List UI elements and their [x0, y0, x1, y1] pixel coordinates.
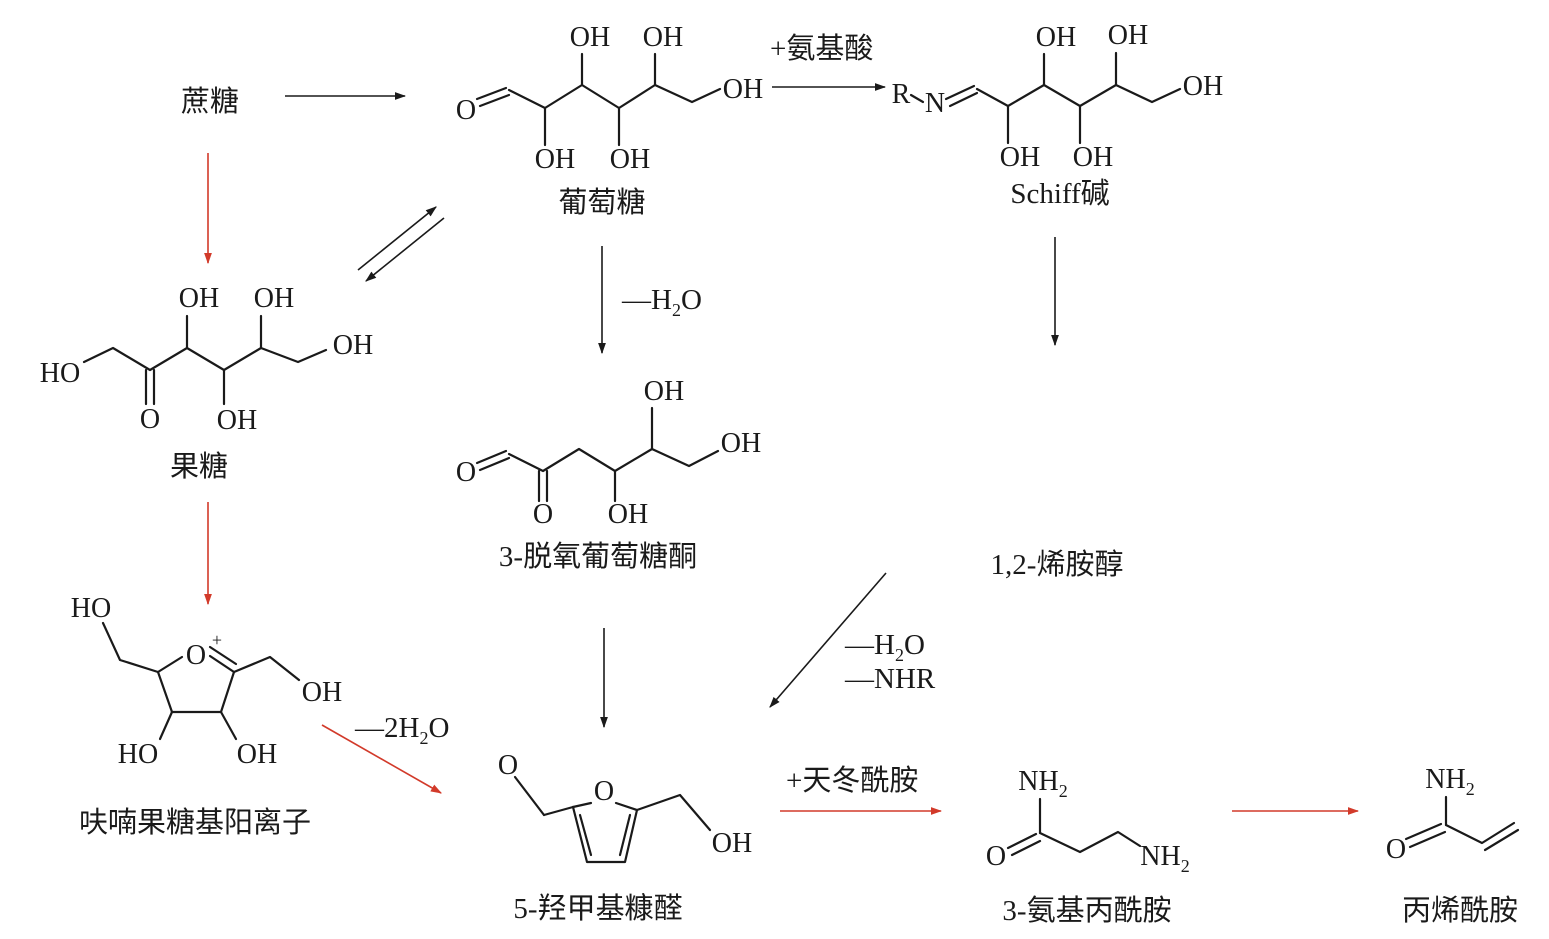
svg-text:OH: OH: [1108, 20, 1148, 51]
label-sucrose: 蔗糖: [181, 85, 239, 118]
glucose-structure: O OH OH OH OH OH: [456, 22, 763, 175]
label-schiff-base: Schiff碱: [1010, 177, 1109, 210]
svg-text:OH: OH: [1183, 71, 1223, 102]
acrylamide-structure: NH2 O: [1386, 764, 1520, 865]
label-3-aminopropionamide: 3-氨基丙酰胺: [1002, 894, 1171, 927]
svg-text:OH: OH: [712, 828, 752, 859]
condition-asparagine: +天冬酰胺: [786, 764, 918, 797]
svg-text:O: O: [186, 640, 206, 671]
svg-text:OH: OH: [1036, 22, 1076, 53]
svg-text:OH: OH: [179, 283, 219, 314]
label-enaminol: 1,2-烯胺醇: [991, 548, 1124, 581]
svg-text:OH: OH: [608, 499, 648, 530]
arrow-fructose-to-glucose: [357, 206, 437, 271]
label-glucose: 葡萄糖: [558, 186, 645, 219]
svg-text:OH: OH: [1073, 142, 1113, 173]
svg-text:O: O: [594, 776, 614, 807]
arrow-cation-to-hmf: [321, 724, 442, 794]
arrow-enaminol-to-hmf: [769, 572, 887, 708]
svg-text:OH: OH: [721, 428, 761, 459]
svg-text:HO: HO: [40, 358, 80, 389]
svg-text:O: O: [986, 841, 1006, 872]
svg-text:R: R: [892, 79, 911, 110]
fructose-structure: HO O OH OH OH OH: [40, 283, 373, 436]
condition-minus-2-water: —2H2O: [354, 712, 449, 748]
svg-text:OH: OH: [217, 405, 257, 436]
conditions: +氨基酸 —H2O —H2O —NHR —2H2O +天冬酰胺: [354, 32, 936, 797]
svg-text:OH: OH: [333, 330, 373, 361]
svg-text:+: +: [212, 630, 222, 650]
svg-text:HO: HO: [71, 593, 111, 624]
svg-text:OH: OH: [643, 22, 683, 53]
svg-text:NH2: NH2: [1140, 841, 1189, 876]
svg-text:O: O: [1386, 834, 1406, 865]
svg-text:NH2: NH2: [1425, 764, 1474, 799]
svg-text:O: O: [456, 95, 476, 126]
svg-text:NH2: NH2: [1018, 766, 1067, 801]
hmf-structure: O O OH: [498, 750, 752, 864]
svg-text:HO: HO: [118, 739, 158, 770]
svg-text:N: N: [925, 88, 945, 119]
svg-text:OH: OH: [610, 144, 650, 175]
svg-text:OH: OH: [302, 677, 342, 708]
label-furan-cation: 呋喃果糖基阳离子: [79, 806, 311, 839]
condition-minus-water-b: —H2O: [844, 629, 925, 665]
svg-text:O: O: [456, 457, 476, 488]
svg-text:O: O: [140, 404, 160, 435]
svg-text:OH: OH: [644, 376, 684, 407]
svg-text:OH: OH: [723, 74, 763, 105]
arrow-glucose-to-fructose: [365, 217, 445, 282]
label-fructose: 果糖: [170, 450, 228, 483]
furan-cation-structure: HO O + OH HO OH: [71, 593, 342, 770]
label-acrylamide: 丙烯酰胺: [1402, 894, 1518, 927]
condition-amino-acid: +氨基酸: [770, 32, 873, 65]
arrows: [204, 83, 1360, 815]
compound-labels: 蔗糖 葡萄糖 Schiff碱 果糖 3-脱氧葡萄糖酮 1,2-烯胺醇 呋喃果糖基…: [79, 85, 1518, 927]
label-hmf: 5-羟甲基糠醛: [513, 892, 682, 925]
schiff-base-structure: R N OH OH OH OH OH: [892, 20, 1224, 173]
svg-text:OH: OH: [237, 739, 277, 770]
svg-text:OH: OH: [570, 22, 610, 53]
svg-text:OH: OH: [535, 144, 575, 175]
aminopropionamide-structure: NH2 O NH2: [986, 766, 1190, 876]
svg-text:O: O: [498, 750, 518, 781]
deoxyglucosone-structure: O O OH OH OH: [456, 376, 761, 530]
condition-minus-water-a: —H2O: [621, 284, 702, 320]
svg-text:O: O: [533, 499, 553, 530]
svg-text:OH: OH: [254, 283, 294, 314]
label-3-deoxyglucosone: 3-脱氧葡萄糖酮: [499, 540, 697, 573]
svg-text:OH: OH: [1000, 142, 1040, 173]
condition-minus-nhr: —NHR: [844, 663, 936, 695]
